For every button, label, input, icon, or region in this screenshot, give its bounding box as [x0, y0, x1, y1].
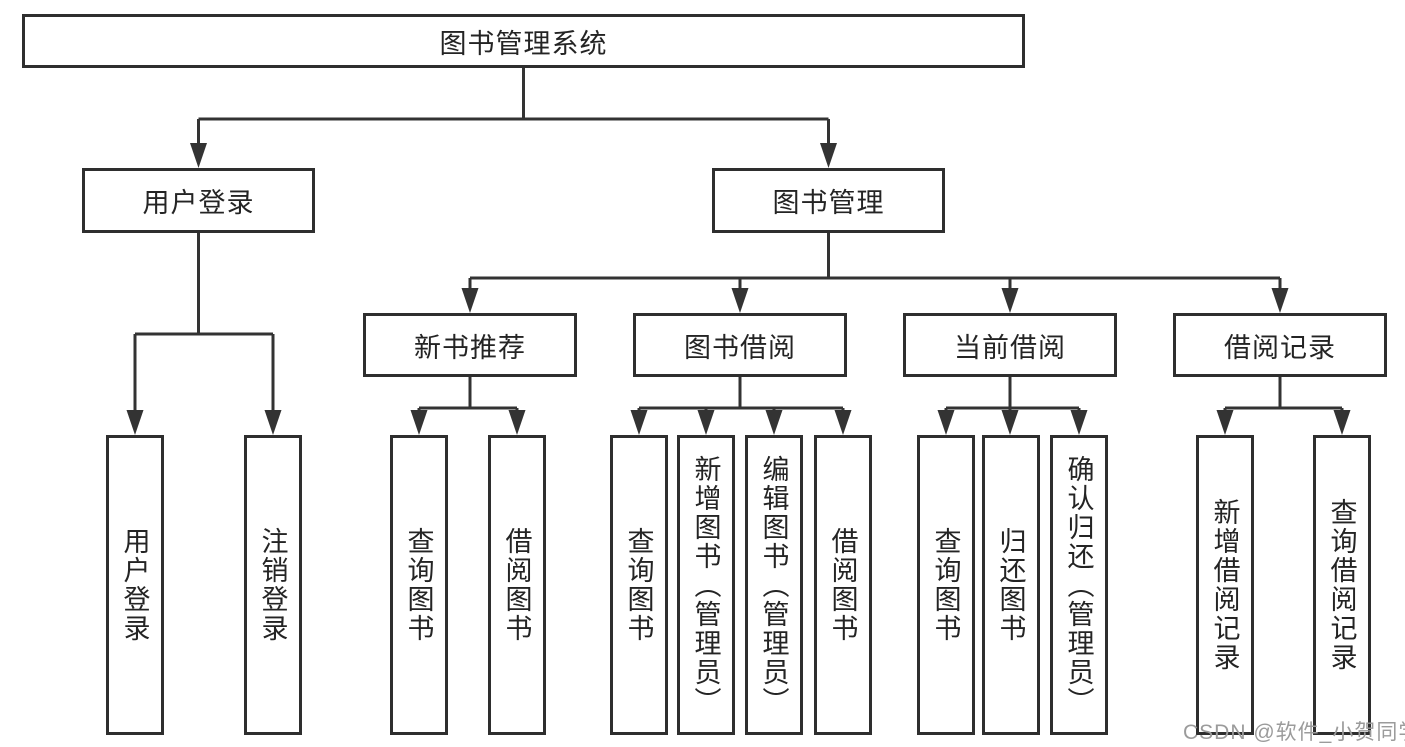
connector-book-borrow-branch: [630, 377, 852, 435]
arrowhead: [461, 288, 479, 313]
arrowhead: [765, 410, 783, 435]
node-leaf-logout: 注销登录: [244, 435, 302, 735]
node-leaf-add-borrow-record: 新增借阅记录: [1196, 435, 1254, 735]
node-borrow-records: 借阅记录: [1173, 313, 1387, 377]
arrowhead: [630, 410, 648, 435]
node-book-management: 图书管理: [712, 168, 945, 233]
node-leaf-add-book-admin: 新增图书（管理员）: [677, 435, 735, 735]
node-book-borrow: 图书借阅: [633, 313, 847, 377]
arrowhead: [1070, 410, 1088, 435]
node-leaf-query-books-3: 查询图书: [917, 435, 975, 735]
node-leaf-user-login: 用户登录: [106, 435, 164, 735]
node-leaf-query-borrow-record: 查询借阅记录: [1313, 435, 1371, 735]
node-leaf-return-book: 归还图书: [982, 435, 1040, 735]
arrowhead: [508, 410, 526, 435]
connector-book-management-to-level3: [461, 233, 1289, 313]
node-new-book-recommend: 新书推荐: [363, 313, 577, 377]
connector-borrow-records-branch: [1216, 377, 1351, 435]
arrowhead: [1001, 288, 1019, 313]
arrowhead: [820, 143, 837, 168]
arrowhead: [410, 410, 428, 435]
arrowhead: [731, 288, 749, 313]
connector-new-book-branch: [410, 377, 526, 435]
arrowhead: [1216, 410, 1234, 435]
node-user-login: 用户登录: [82, 168, 315, 233]
arrowhead: [1001, 410, 1019, 435]
arrowhead: [697, 410, 715, 435]
arrowhead: [126, 410, 144, 435]
connector-user-login-branch: [126, 233, 282, 435]
node-leaf-confirm-return-admin: 确认归还（管理员）: [1050, 435, 1108, 735]
arrowhead: [834, 410, 852, 435]
csdn-watermark: CSDN @软件_小贺同学: [1183, 721, 1405, 744]
arrowhead: [1333, 410, 1351, 435]
node-leaf-borrow-books-1: 借阅图书: [488, 435, 546, 735]
arrowhead: [937, 410, 955, 435]
connector-current-borrow-branch: [937, 377, 1088, 435]
node-leaf-borrow-books-2: 借阅图书: [814, 435, 872, 735]
node-leaf-edit-book-admin: 编辑图书（管理员）: [745, 435, 803, 735]
node-root-library-system: 图书管理系统: [22, 14, 1025, 68]
node-leaf-query-books-1: 查询图书: [390, 435, 448, 735]
node-leaf-query-books-2: 查询图书: [610, 435, 668, 735]
node-current-borrow: 当前借阅: [903, 313, 1117, 377]
connector-root-to-level2: [190, 68, 837, 168]
arrowhead: [264, 410, 282, 435]
arrowhead: [190, 143, 207, 168]
arrowhead: [1271, 288, 1289, 313]
